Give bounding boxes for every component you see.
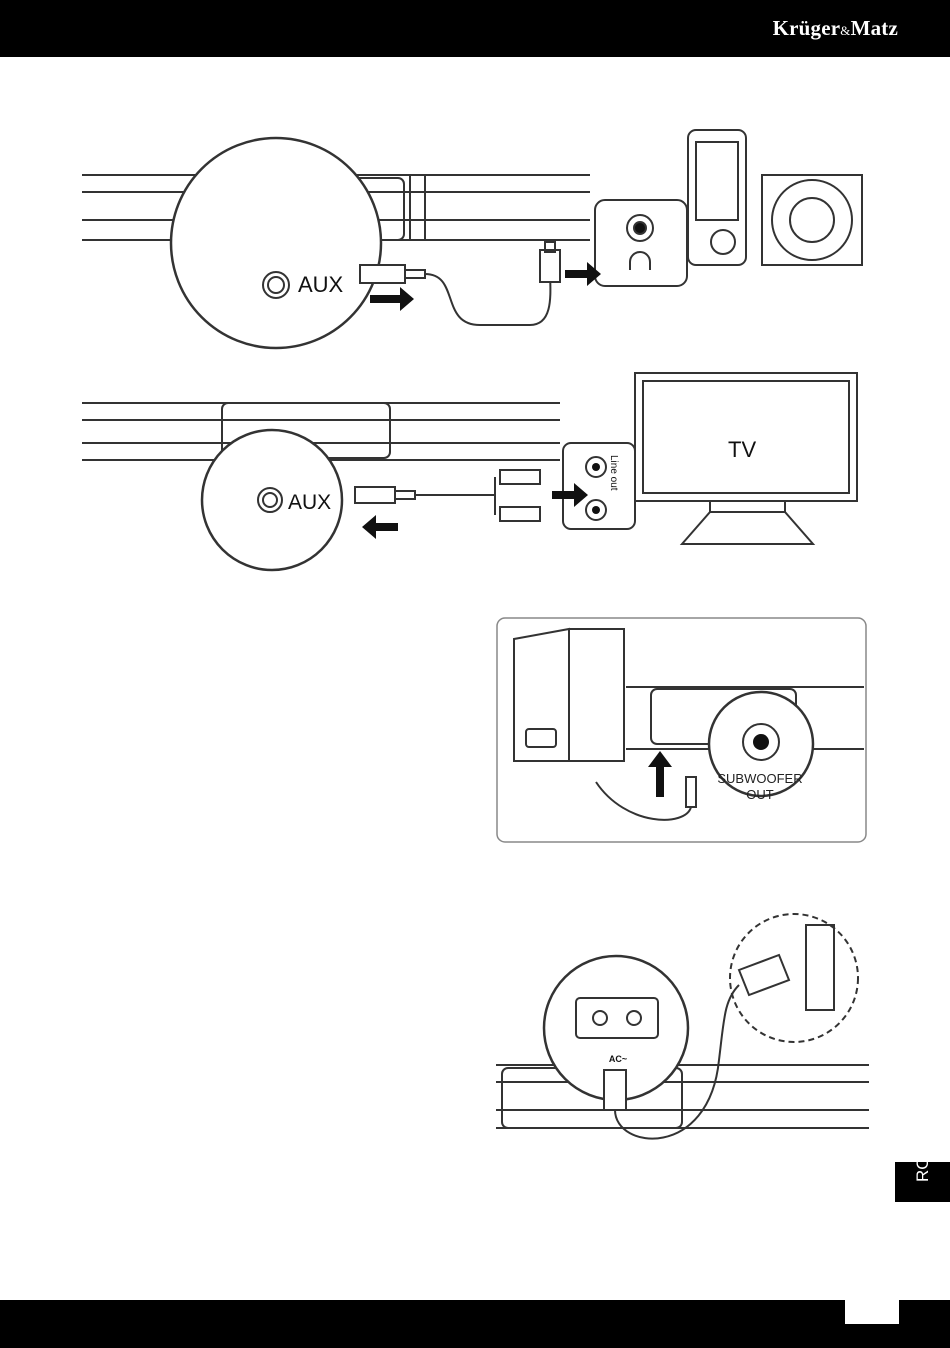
aux-tv-diagram: AUX TV Line out	[60, 365, 880, 575]
header-bar: Krüger&Matz	[0, 0, 950, 57]
tv-label: TV	[728, 437, 756, 462]
arrow-in-icon	[370, 287, 414, 311]
line-out-label: Line out	[608, 455, 619, 491]
brand-amp: &	[840, 23, 850, 38]
language-tab: RO	[895, 1162, 950, 1202]
brand-end: Matz	[851, 16, 898, 40]
page-number-box	[845, 1300, 899, 1324]
ac-label: AC~	[609, 1054, 627, 1064]
aux-label-2: AUX	[288, 491, 331, 514]
arrow-in-icon	[552, 483, 588, 507]
aux-player-diagram: AUX	[60, 120, 880, 360]
subwoofer-label-line2: OUT	[746, 787, 774, 802]
aux-label-1: AUX	[298, 272, 344, 297]
arrow-up-icon	[648, 751, 672, 797]
subwoofer-diagram: SUBWOOFER OUT	[496, 617, 868, 844]
brand-main: Krüger	[773, 16, 841, 40]
footer-bar	[0, 1300, 950, 1348]
arrow-out-icon	[362, 515, 398, 539]
ac-power-diagram: AC~	[494, 910, 874, 1160]
language-label: RO	[913, 1157, 933, 1183]
brand-logo: Krüger&Matz	[773, 16, 898, 41]
subwoofer-label-line1: SUBWOOFER	[717, 771, 802, 786]
